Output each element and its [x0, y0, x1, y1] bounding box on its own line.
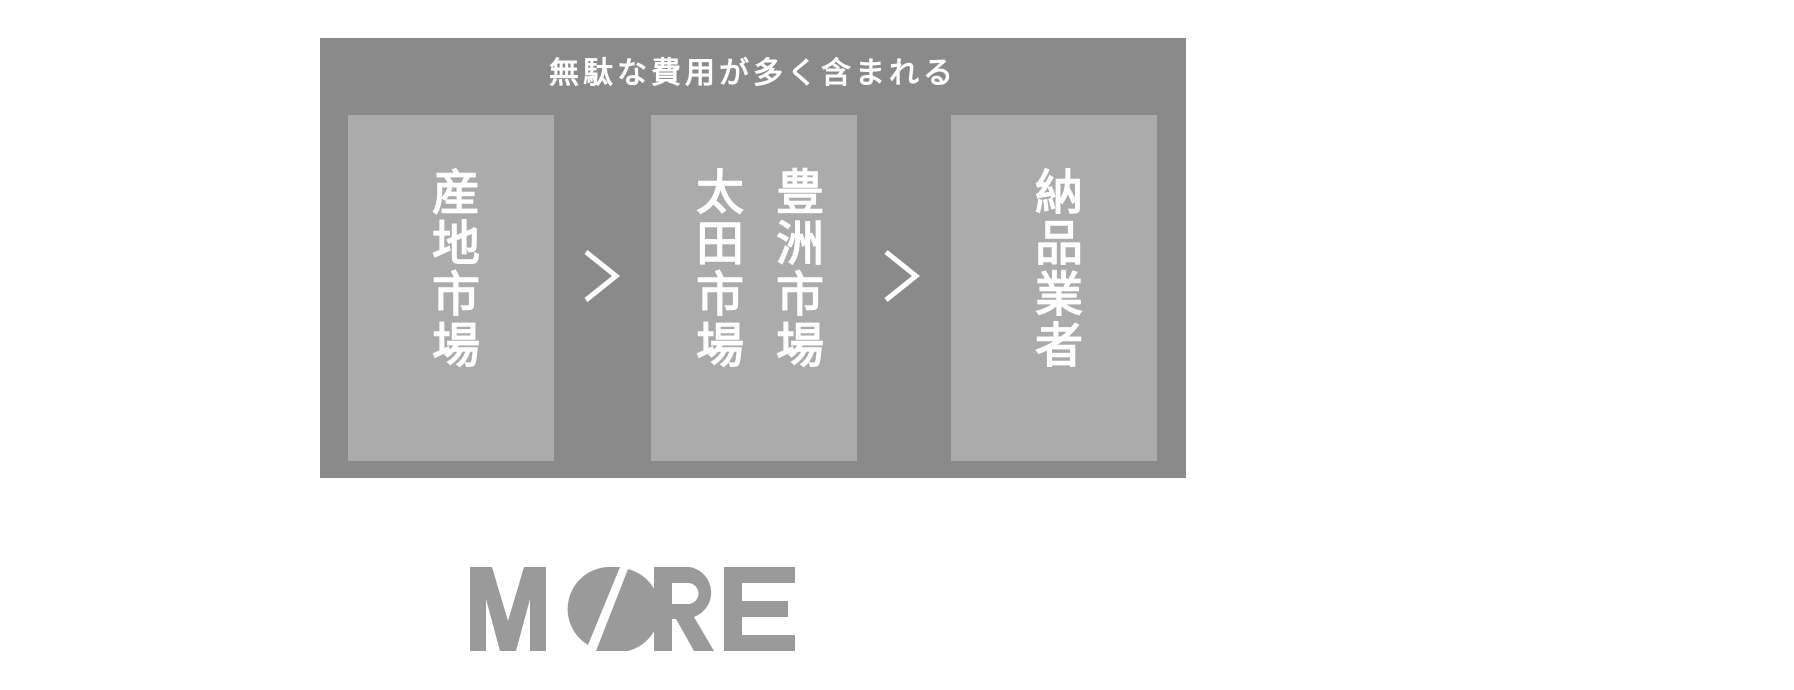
- box-ota-market-label: 太田市場: [687, 167, 743, 371]
- panel-title: 無駄な費用が多く含まれる: [549, 56, 957, 91]
- box-origin-market: 産地市場: [348, 115, 554, 461]
- flow-diagram-panel: 無駄な費用が多く含まれる 産地市場 豊洲市場 太田市場 納品業者: [320, 38, 1186, 478]
- box-toyosu-market-label: 豊洲市場: [767, 167, 823, 371]
- chevron-right-icon: [584, 250, 621, 302]
- box-supplier: 納品業者: [951, 115, 1157, 461]
- chevron-right-icon: [884, 250, 921, 302]
- more-logo: [470, 567, 795, 651]
- box-central-markets: 豊洲市場 太田市場: [651, 115, 857, 461]
- box-origin-market-label: 産地市場: [423, 167, 479, 371]
- box-supplier-label: 納品業者: [1026, 167, 1082, 371]
